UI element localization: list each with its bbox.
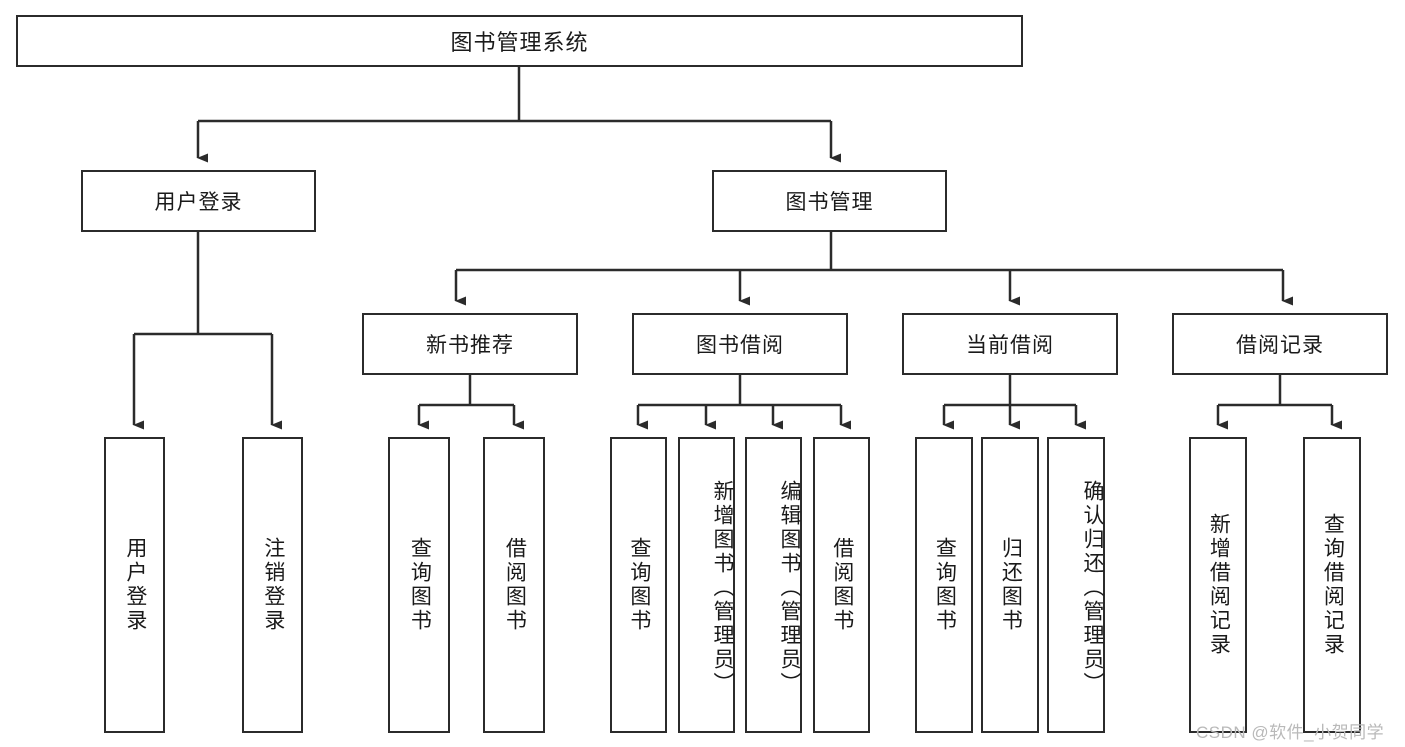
leaf-add-book-admin[interactable]: 新增图书（管理员）: [678, 437, 735, 733]
node-label: 图书管理系统: [450, 30, 589, 55]
node-label: 用户登录: [154, 191, 243, 214]
leaf-return-book[interactable]: 归还图书: [981, 437, 1039, 733]
node-book-management[interactable]: 图书管理: [712, 170, 947, 232]
leaf-add-borrow-record[interactable]: 新增借阅记录: [1189, 437, 1247, 733]
node-label: 新增借阅记录: [1207, 513, 1231, 657]
leaf-borrow-book-1[interactable]: 借阅图书: [483, 437, 545, 733]
leaf-borrow-book-2[interactable]: 借阅图书: [813, 437, 870, 733]
leaf-logout-login[interactable]: 注销登录: [242, 437, 303, 733]
leaf-query-book-1[interactable]: 查询图书: [388, 437, 450, 733]
leaf-confirm-return-admin[interactable]: 确认归还（管理员）: [1047, 437, 1105, 733]
node-label: 当前借阅: [966, 334, 1054, 357]
leaf-query-book-3[interactable]: 查询图书: [915, 437, 973, 733]
node-label: 新增图书（管理员）: [711, 480, 734, 696]
node-label: 借阅图书: [830, 537, 854, 633]
node-new-book-recommend[interactable]: 新书推荐: [362, 313, 578, 375]
node-label: 查询借阅记录: [1321, 513, 1345, 657]
node-root-book-management-system[interactable]: 图书管理系统: [16, 15, 1023, 67]
leaf-edit-book-admin[interactable]: 编辑图书（管理员）: [745, 437, 802, 733]
node-label: 图书管理: [785, 191, 874, 214]
leaf-user-login[interactable]: 用户登录: [104, 437, 165, 733]
node-label: 编辑图书（管理员）: [778, 480, 801, 696]
leaf-query-borrow-record[interactable]: 查询借阅记录: [1303, 437, 1361, 733]
node-label: 注销登录: [261, 537, 285, 633]
csdn-watermark: CSDN @软件_小贺同学: [1196, 723, 1385, 742]
node-label: 归还图书: [999, 537, 1023, 633]
node-label: 借阅图书: [503, 537, 527, 633]
node-book-borrow[interactable]: 图书借阅: [632, 313, 848, 375]
node-label: 查询图书: [408, 537, 432, 633]
node-borrow-record[interactable]: 借阅记录: [1172, 313, 1388, 375]
node-label: 查询图书: [933, 537, 957, 633]
node-user-login[interactable]: 用户登录: [81, 170, 316, 232]
node-label: 查询图书: [627, 537, 651, 633]
node-label: 借阅记录: [1236, 334, 1324, 357]
node-label: 确认归还（管理员）: [1081, 480, 1104, 696]
node-current-borrow[interactable]: 当前借阅: [902, 313, 1118, 375]
leaf-query-book-2[interactable]: 查询图书: [610, 437, 667, 733]
node-label: 新书推荐: [426, 334, 514, 357]
node-label: 用户登录: [123, 537, 147, 633]
node-label: 图书借阅: [696, 334, 784, 357]
